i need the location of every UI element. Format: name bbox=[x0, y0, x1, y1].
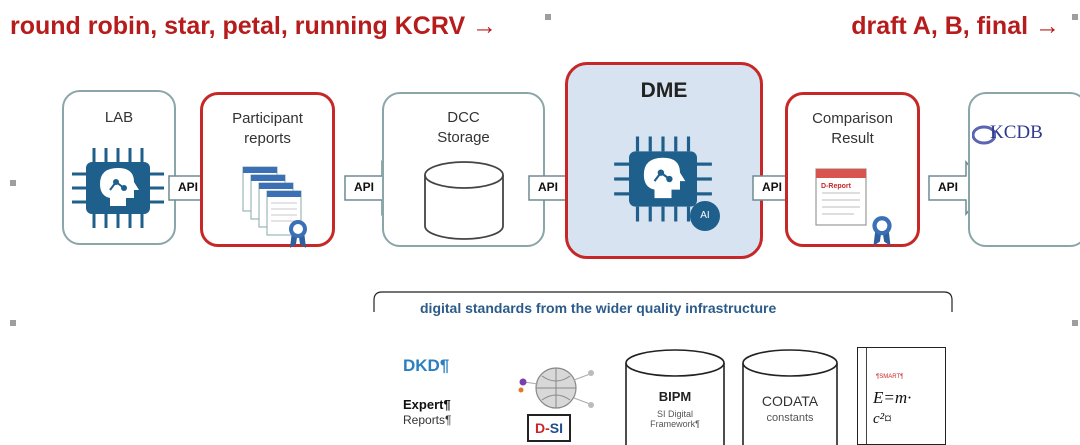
formula-line-2: c²¤ bbox=[873, 411, 892, 427]
participant-reports-label: Participant reports bbox=[232, 110, 303, 147]
dme-box: DME AI bbox=[565, 62, 763, 259]
api-label: API bbox=[178, 180, 199, 194]
dme-label: DME bbox=[640, 79, 688, 102]
database-cylinder-icon bbox=[424, 161, 504, 240]
dcc-storage-label: DCC Storage bbox=[437, 109, 490, 146]
heading-right: draft A, B, final → bbox=[851, 12, 1060, 40]
selection-handle[interactable] bbox=[10, 180, 16, 186]
bipm-cylinder-icon bbox=[625, 349, 725, 445]
bipm-label: BIPM bbox=[658, 389, 692, 404]
dkd-reports-label: Reports¶ bbox=[403, 413, 452, 427]
ai-chip-icon bbox=[614, 136, 712, 222]
api-label: API bbox=[938, 180, 959, 194]
certificate-ribbon-icon bbox=[872, 216, 892, 246]
standards-title: digital standards from the wider quality… bbox=[420, 300, 777, 316]
smart-margin-line bbox=[866, 348, 867, 444]
api-label: API bbox=[538, 180, 559, 194]
smart-box: ¶SMART¶ E=m· c²¤ bbox=[857, 347, 946, 445]
kcdb-label: KCDB bbox=[990, 122, 1043, 143]
ai-badge: AI bbox=[690, 201, 720, 231]
selection-handle[interactable] bbox=[1072, 320, 1078, 326]
comparison-result-label: Comparison Result bbox=[812, 110, 893, 147]
dsi-label: D-SI bbox=[527, 414, 571, 442]
d-report-label: D-Report bbox=[821, 183, 851, 190]
api-label: API bbox=[354, 180, 375, 194]
codata-label: CODATA bbox=[761, 393, 819, 409]
dcc-storage-box: DCC Storage bbox=[382, 92, 545, 247]
globe-network-icon bbox=[518, 367, 594, 409]
kcdb-logo-icon bbox=[972, 125, 996, 145]
selection-handle[interactable] bbox=[1072, 14, 1078, 20]
formula-line-1: E=m· bbox=[873, 388, 912, 407]
bipm-subtitle: SI Digital Framework¶ bbox=[650, 409, 700, 429]
stacked-reports-icon bbox=[242, 166, 302, 236]
selection-handle[interactable] bbox=[10, 320, 16, 326]
brace-line bbox=[373, 291, 953, 312]
codata-cylinder-icon bbox=[742, 349, 838, 445]
selection-handle[interactable] bbox=[545, 14, 551, 20]
ai-chip-icon bbox=[72, 148, 164, 228]
heading-left: round robin, star, petal, running KCRV → bbox=[10, 12, 498, 40]
codata-subtitle: constants bbox=[766, 412, 814, 424]
dkd-expert-label: Expert¶ bbox=[403, 397, 451, 412]
lab-label: LAB bbox=[104, 109, 134, 126]
lab-box: LAB bbox=[62, 90, 176, 245]
comparison-result-box: Comparison Result D-Report bbox=[785, 92, 920, 247]
participant-reports-box: Participant reports bbox=[200, 92, 335, 248]
dkd-title: DKD¶ bbox=[403, 356, 450, 375]
smart-label: ¶SMART¶ bbox=[876, 374, 904, 380]
certificate-ribbon-icon bbox=[289, 220, 307, 248]
document-icon bbox=[815, 168, 867, 226]
kcdb-box bbox=[968, 92, 1080, 247]
api-label: API bbox=[762, 180, 783, 194]
